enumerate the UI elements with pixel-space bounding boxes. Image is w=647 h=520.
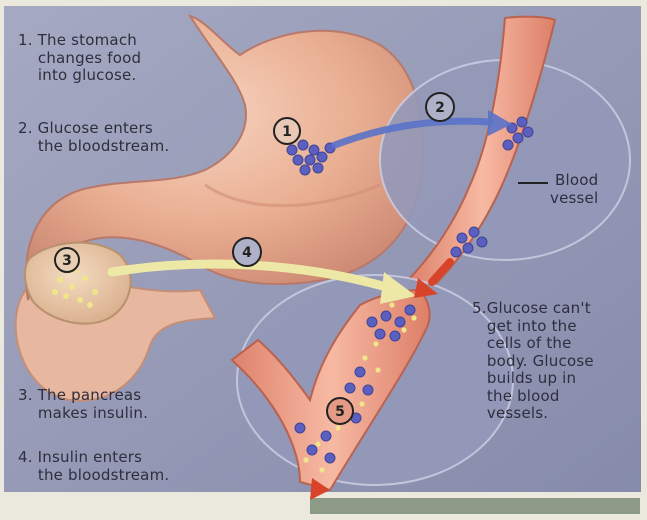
step-2-text: 2. Glucose enters the bloodstream. — [18, 120, 169, 155]
step-marker-3-label: 3 — [62, 253, 72, 269]
blood-vessel-label: Blood vessel — [550, 172, 598, 207]
step-5-text: 5.Glucose can't get into the cells of th… — [472, 300, 594, 423]
step-marker-1: 1 — [274, 118, 300, 144]
step-marker-3: 3 — [55, 248, 79, 272]
step-marker-2: 2 — [426, 93, 454, 121]
step-marker-1-label: 1 — [282, 124, 292, 140]
step-marker-4-label: 4 — [242, 245, 252, 261]
step-marker-5: 5 — [327, 398, 353, 424]
step-4-text: 4. Insulin enters the bloodstream. — [18, 449, 169, 484]
step-marker-4: 4 — [233, 238, 261, 266]
step-marker-2-label: 2 — [435, 100, 445, 116]
step-marker-5-label: 5 — [335, 404, 345, 420]
bottom-band — [310, 498, 640, 514]
step-1-text: 1. The stomach changes food into glucose… — [18, 32, 141, 85]
step-3-text: 3. The pancreas makes insulin. — [18, 387, 148, 422]
